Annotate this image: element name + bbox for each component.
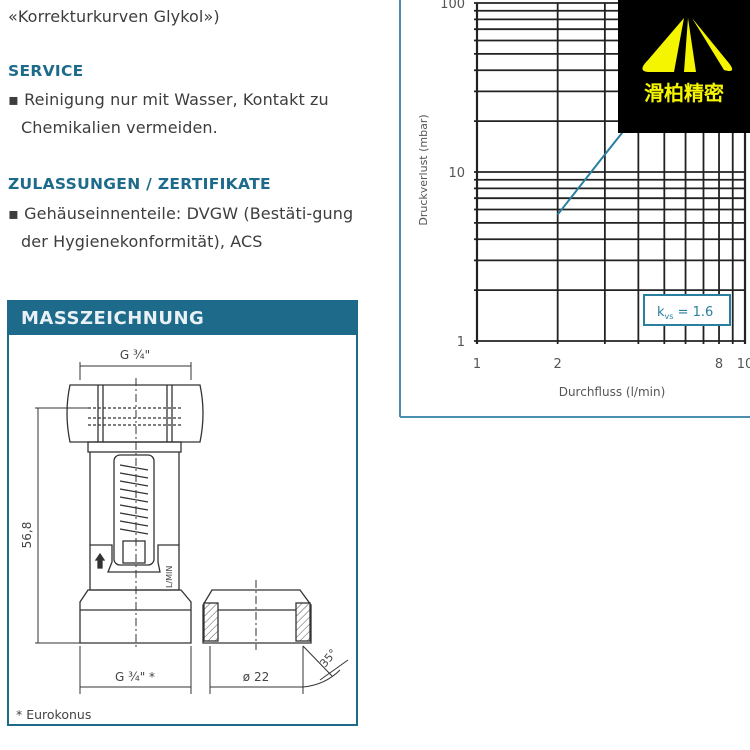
kvs-label: kvs = 1.6 bbox=[657, 305, 713, 321]
y-axis-label: Druckverlust (mbar) bbox=[417, 114, 430, 225]
nut-outline bbox=[66, 384, 204, 443]
flow-arrow-icon bbox=[94, 552, 106, 569]
x-tick-label: 8 bbox=[715, 357, 723, 372]
y-tick-label: 10 bbox=[448, 166, 465, 181]
approvals-bullet: ▪ Gehäuseinnenteile: DVGW (Bestäti-gung … bbox=[8, 204, 354, 251]
x-tick-label: 10 bbox=[737, 357, 750, 372]
service-bullet: ▪ Reinigung nur mit Wasser, Kontakt zu C… bbox=[8, 90, 329, 137]
logo-mark-icon: 滑柏精密 bbox=[642, 18, 733, 105]
x-tick-label: 2 bbox=[554, 357, 562, 372]
spring-window bbox=[113, 454, 155, 566]
dim-height-label: 56,8 bbox=[20, 522, 34, 549]
footnote: * Eurokonus bbox=[16, 707, 91, 722]
dim-top-label: G ¾" bbox=[120, 348, 150, 362]
x-axis-label: Durchfluss (l/min) bbox=[559, 385, 666, 399]
dimension-drawing-panel: MASSZEICHNUNG bbox=[7, 300, 358, 726]
dim-diameter-label: ø 22 bbox=[243, 670, 269, 684]
y-tick-label: 100 bbox=[440, 0, 465, 12]
panel-title: MASSZEICHNUNG bbox=[9, 302, 356, 335]
kvs-annotation: kvs = 1.6 bbox=[643, 294, 731, 326]
approvals-heading: ZULASSUNGEN / ZERTIFIKATE bbox=[8, 175, 271, 193]
body-marking: L/MIN bbox=[165, 566, 174, 588]
service-heading: SERVICE bbox=[8, 62, 84, 80]
y-tick-label: 1 bbox=[457, 335, 465, 350]
dim-bottom-label: G ¾" * bbox=[115, 670, 155, 684]
base-outline bbox=[79, 589, 192, 644]
watermark-logo: 滑柏精密 bbox=[618, 0, 750, 133]
dimension-drawing: G ¾" 56,8 G ¾" * ø 22 35° L/MIN * Euroko… bbox=[16, 348, 349, 722]
logo-text: 滑柏精密 bbox=[644, 81, 724, 105]
intro-line: «Korrekturkurven Glykol») bbox=[8, 7, 220, 26]
x-tick-label: 1 bbox=[473, 357, 481, 372]
spring bbox=[119, 464, 149, 535]
cone-cap bbox=[202, 589, 312, 644]
